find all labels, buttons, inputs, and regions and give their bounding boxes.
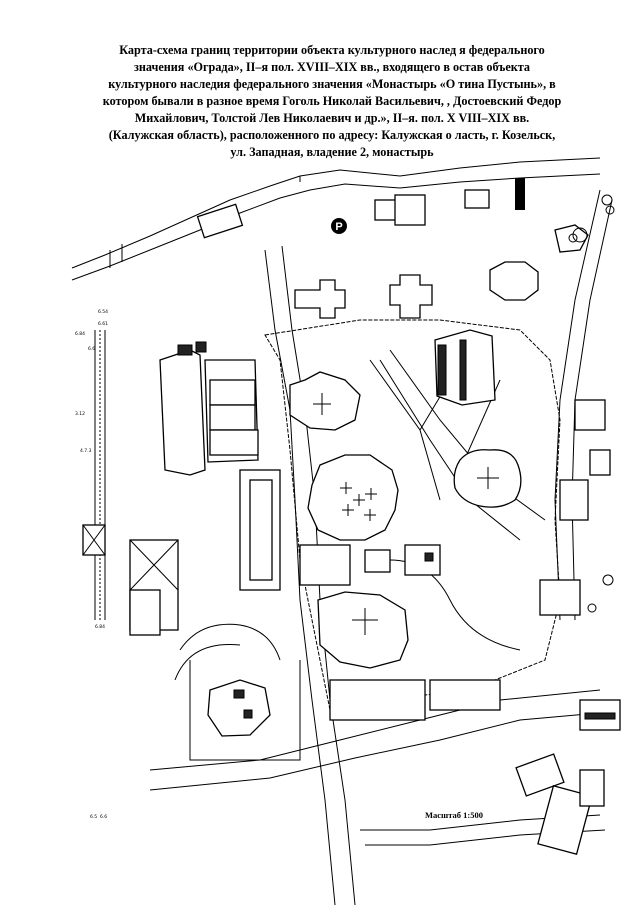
title-line: ул. Западная, владение 2, монастырь [230, 145, 434, 159]
elevation-label: 6.61 [98, 321, 108, 327]
elevation-label: 4.7.3 [80, 448, 92, 454]
title-line: котором бывали в разное время Гоголь Ник… [102, 94, 562, 108]
elevation-label: 6.6 [88, 346, 95, 352]
elevation-label: 6.84 [95, 624, 105, 630]
title-line: Карта-схема границ территории объекта ку… [119, 43, 545, 57]
map-title: Карта-схема границ территории объекта ку… [62, 42, 602, 161]
title-line: (Калужская область), расположенного по а… [108, 128, 556, 142]
title-line: значения «Ограда», II–я пол. XVIII–XIX в… [133, 60, 531, 74]
monastery-wall [189, 319, 561, 761]
parking-sign-icon[interactable]: P [331, 218, 347, 234]
title-line: культурного наследия федерального значен… [108, 77, 556, 91]
parking-label: P [335, 221, 342, 233]
street-label-marker [515, 178, 525, 210]
elevation-marks: 6.54 6.61 6.84 6.6 3.12 4.7.3 6.84 6.5 6… [75, 309, 108, 820]
elevation-label: 3.12 [75, 411, 85, 417]
elevation-label: 6.5 [90, 814, 97, 820]
buildings [82, 189, 621, 855]
elevation-label: 6.54 [98, 309, 108, 315]
scale-label: Масштаб 1:500 [425, 810, 483, 820]
title-line: Михайлович, Толстой Лев Николаевич и др.… [134, 111, 530, 125]
tree-icon [568, 194, 615, 613]
elevation-label: 6.84 [75, 331, 85, 337]
elevation-label: 6.6 [100, 814, 107, 820]
